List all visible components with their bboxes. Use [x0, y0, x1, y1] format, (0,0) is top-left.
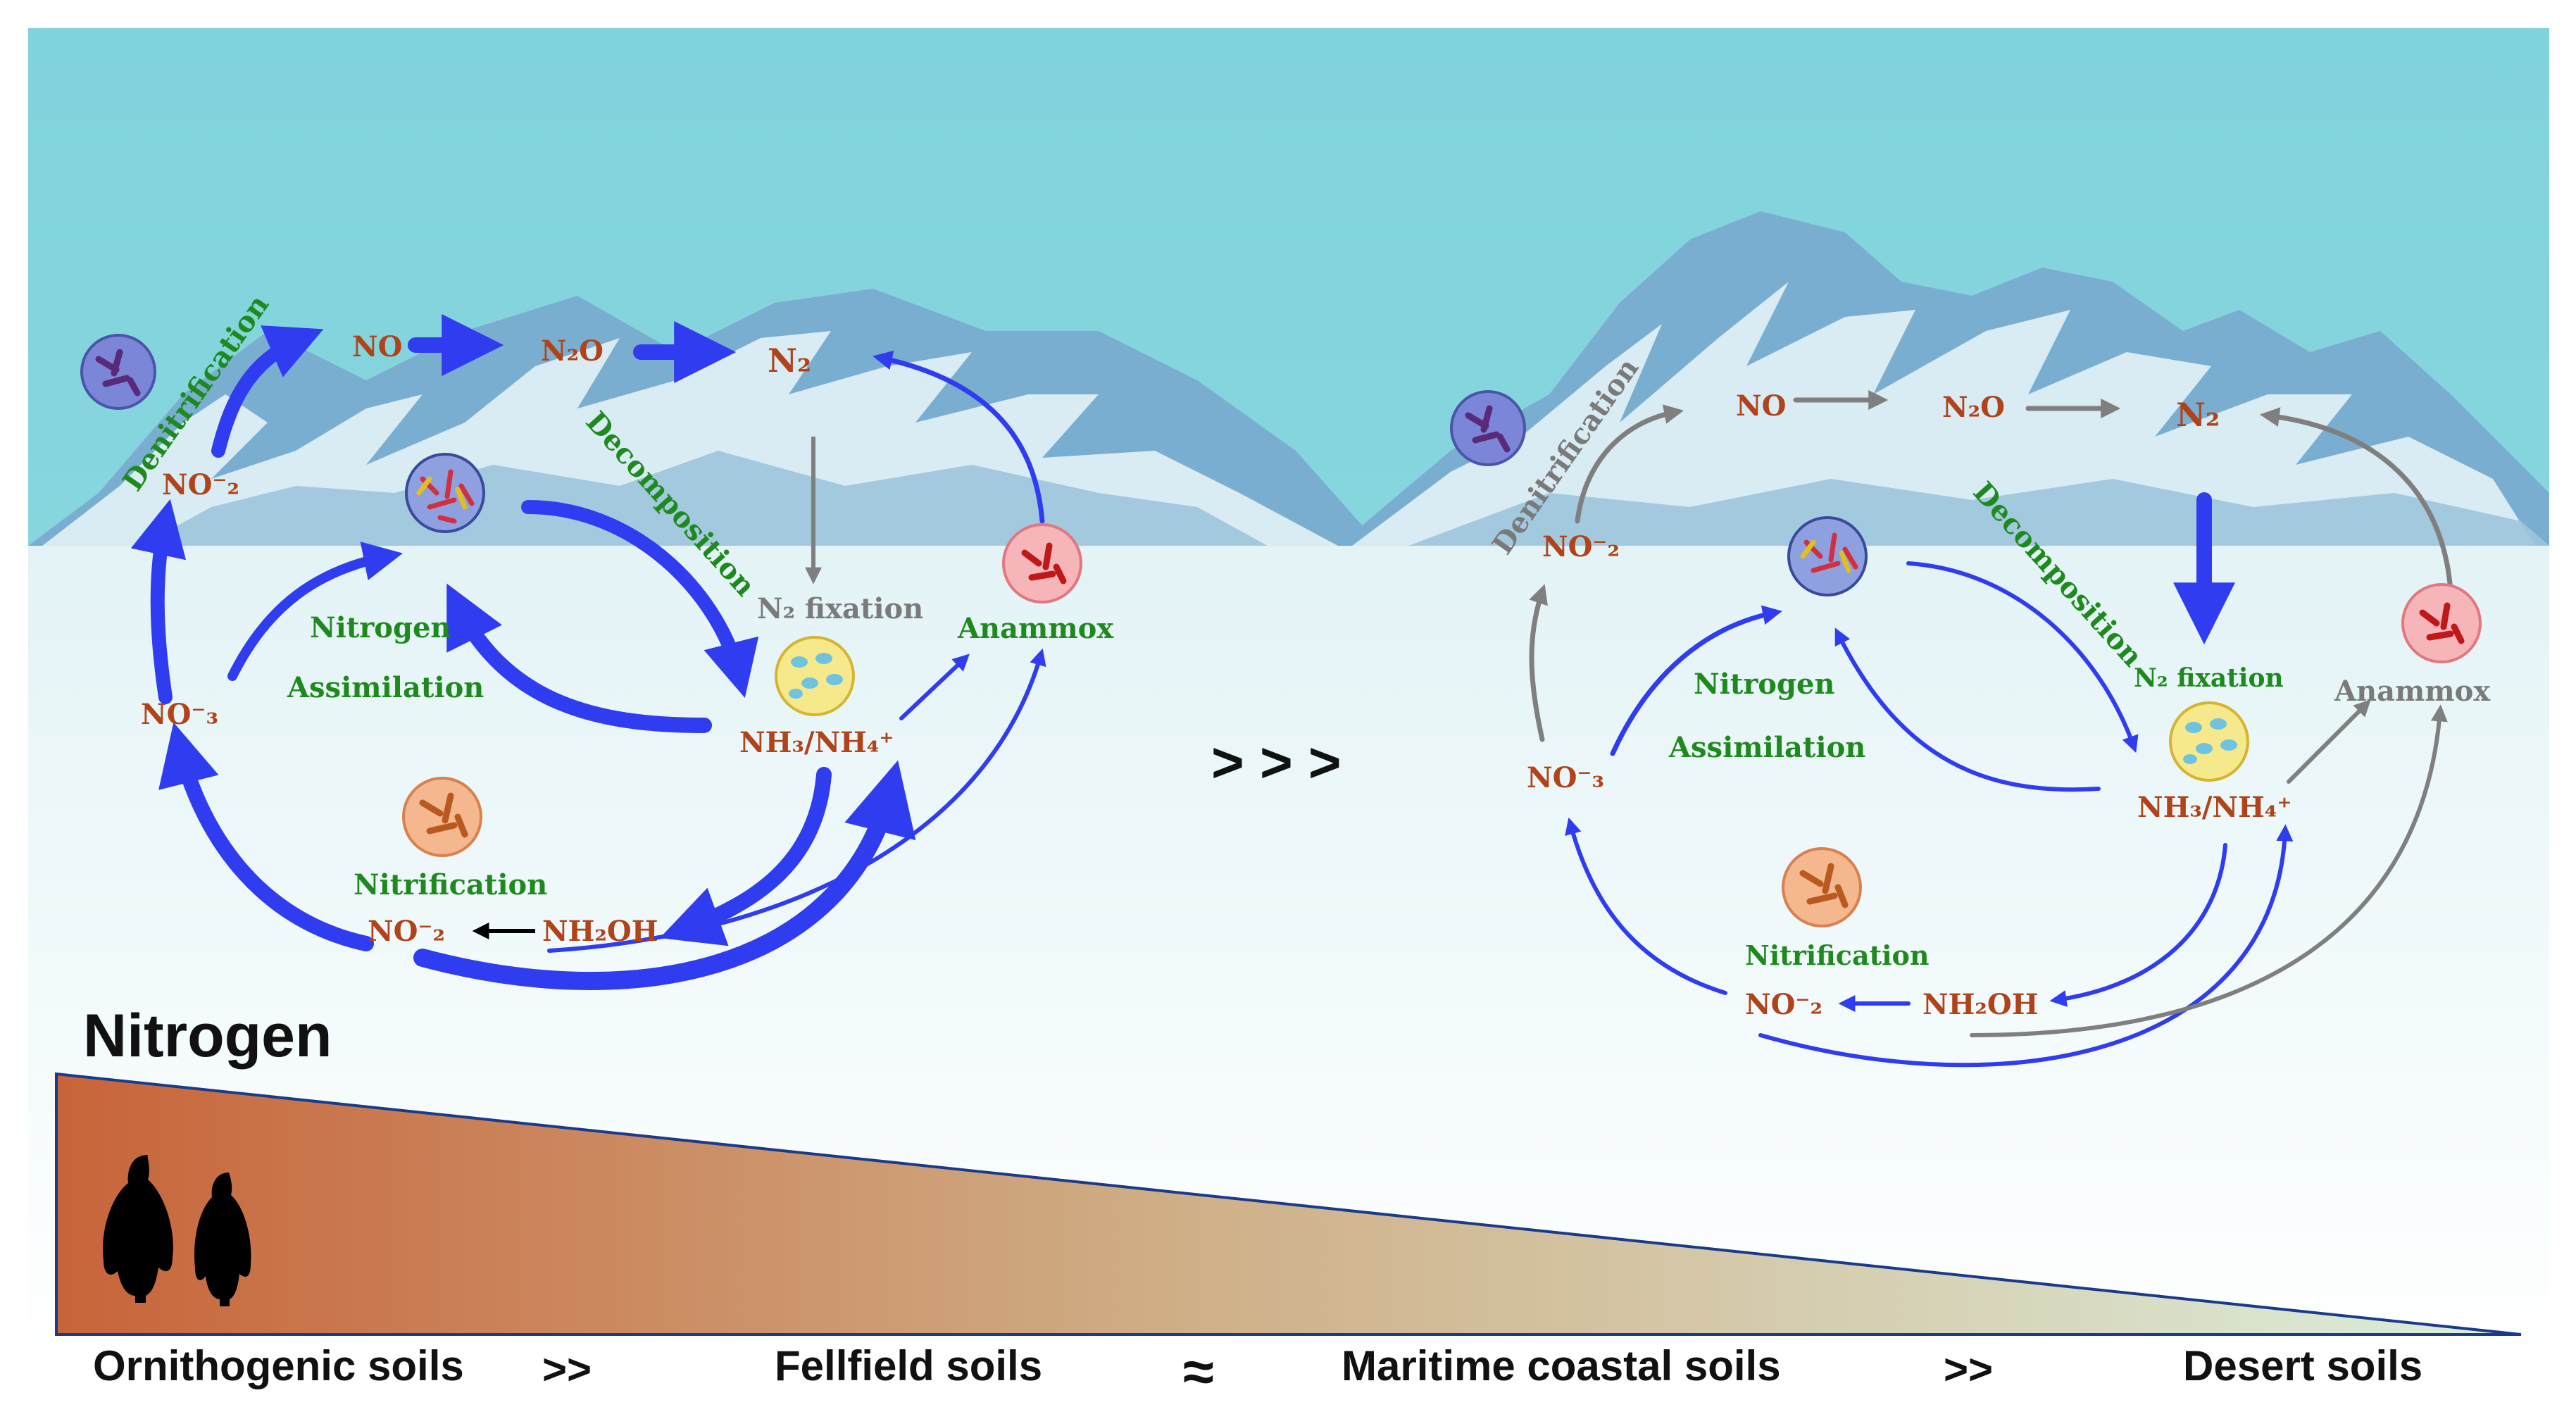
- right-nitrogen-label: Nitrogen: [1694, 668, 1835, 701]
- right-no2-bottom-label: NO⁻₂: [1745, 988, 1822, 1021]
- arrow-no3-to-microbe: [227, 542, 403, 681]
- soil-separator-2: ≈: [1183, 1340, 1214, 1403]
- right-no-label: NO: [1736, 389, 1786, 423]
- right-no2-top-label: NO⁻₂: [1542, 530, 1620, 563]
- anammox-microbe-icon-right: [2401, 583, 2482, 663]
- decomposer-microbe-icon: [405, 453, 485, 533]
- denitrifier-microbe-icon: [80, 334, 156, 410]
- soil-desert: Desert soils: [2183, 1342, 2422, 1389]
- arrow-nh3-to-anammox: [899, 654, 970, 720]
- left-no2-top-label: NO⁻₂: [162, 468, 239, 501]
- right-nh2oh-label: NH₂OH: [1922, 988, 2039, 1021]
- arrow-nh3-to-anammox-right: [2287, 699, 2371, 784]
- arrow-no2-to-no-right: [1575, 404, 1684, 524]
- denitrifier-microbe-icon-right: [1450, 390, 1526, 466]
- arrow-microbe-decomposition: [521, 500, 759, 699]
- arrow-no2-to-no3: [158, 722, 374, 951]
- left-no3-label: NO⁻₃: [141, 698, 218, 731]
- arrow-anammox-to-n2: [873, 350, 1045, 524]
- penguin-icon: [103, 1155, 251, 1306]
- arrow-no3-to-no2-right: [1529, 584, 1548, 742]
- soil-ornithogenic: Ornithogenic soils: [93, 1342, 464, 1389]
- arrow-microbe-decomposition-right: [1906, 561, 2139, 754]
- soil-fellfield: Fellfield soils: [775, 1342, 1042, 1389]
- arrow-no2-to-no: [211, 325, 324, 458]
- mountains-right: [1338, 211, 2549, 546]
- left-nh3-label: NH₃/NH₄⁺: [739, 726, 894, 759]
- left-anammox-label: Anammox: [957, 612, 1114, 645]
- soil-separator-3: >>: [1944, 1346, 1993, 1393]
- left-nitrogen-label: Nitrogen: [310, 611, 451, 644]
- arrow-no3-to-microbe-right: [1610, 605, 1782, 756]
- right-assimilation-label: Assimilation: [1668, 731, 1865, 764]
- right-n2-fixation-label: N₂ fixation: [2134, 663, 2284, 693]
- arrow-nh3-to-nh2oh-right: [2049, 843, 2227, 1007]
- right-nitrification-label: Nitrification: [1745, 939, 1930, 971]
- right-nh3-label: NH₃/NH₄⁺: [2137, 791, 2291, 824]
- soil-separator-1: >>: [542, 1346, 592, 1393]
- comparison-sign: > > >: [1211, 731, 1342, 794]
- arrow-nh3-to-microbe: [446, 583, 712, 733]
- arrow-no2-to-anammox-right: [1970, 704, 2448, 1037]
- anammox-microbe-icon: [1002, 523, 1082, 604]
- right-n2o-label: N₂O: [1942, 391, 2005, 424]
- left-cycle-arrows: [130, 314, 1046, 990]
- arrow-nh3-to-nh2oh: [659, 767, 832, 946]
- arrow-no2-to-nh3-right: [1758, 824, 2294, 1068]
- right-n2-label: N₂: [2176, 396, 2220, 434]
- right-anammox-label: Anammox: [2334, 675, 2491, 708]
- left-nh2oh-label: NH₂OH: [542, 915, 658, 948]
- nitrogen-gradient-wedge: [55, 1072, 2522, 1336]
- left-assimilation-label: Assimilation: [287, 671, 484, 704]
- left-nitrification-label: Nitrification: [354, 868, 547, 901]
- soil-maritime-coastal: Maritime coastal soils: [1342, 1342, 1781, 1389]
- arrow-no2-to-nh3: [413, 760, 916, 990]
- left-n2-label: N₂: [768, 342, 811, 380]
- left-n2o-label: N₂O: [541, 335, 604, 368]
- nitrifier-microbe-icon: [402, 777, 482, 857]
- left-n2-fixation-label: N₂ fixation: [757, 592, 923, 625]
- arrow-anammox-to-n2-right: [2259, 407, 2453, 594]
- nitrifier-microbe-icon-right: [1782, 847, 1862, 927]
- arrow-no2-to-no3-right: [1565, 817, 1727, 995]
- nitrogen-fixer-microbe-icon: [775, 636, 855, 716]
- gradient-title: Nitrogen: [83, 1002, 332, 1070]
- arrow-no2-to-anammox: [547, 648, 1046, 953]
- arrow-no3-to-no2: [130, 499, 187, 704]
- decomposer-microbe-icon-right: [1787, 516, 1868, 596]
- nitrogen-fixer-microbe-icon-right: [2169, 701, 2249, 782]
- left-no2-bottom-label: NO⁻₂: [368, 915, 445, 948]
- right-no3-label: NO⁻₃: [1527, 761, 1604, 794]
- arrow-nh3-to-microbe-right: [1834, 627, 2101, 792]
- right-cycle-arrows: [1529, 390, 2453, 1068]
- left-no-label: NO: [352, 330, 402, 363]
